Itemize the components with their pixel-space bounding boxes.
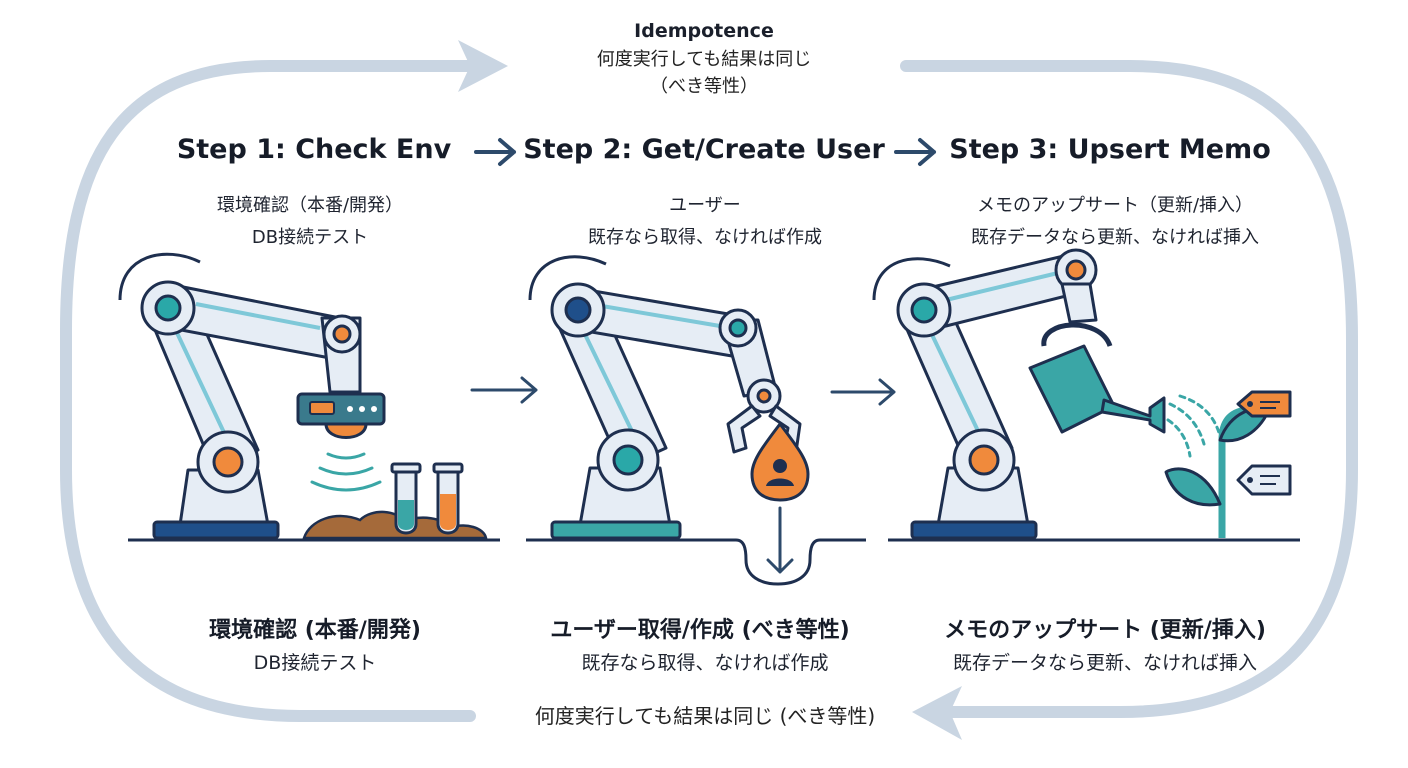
step3-caption-desc: 既存データなら更新、なければ挿入 <box>952 652 1257 674</box>
robot-arm-step3 <box>872 248 1098 540</box>
cycle-caption: 何度実行しても結果は同じ (べき等性) <box>534 704 876 728</box>
step2-description: ユーザー 既存なら取得、なければ作成 <box>540 190 870 254</box>
cycle-arrowhead-top <box>458 40 508 92</box>
step2-caption-title: ユーザー取得/作成 (べき等性) <box>550 618 850 643</box>
tag-icon <box>1236 464 1292 496</box>
subtitle-line-2: （べき等性） <box>650 76 758 97</box>
ground-line <box>128 538 1300 586</box>
robot-arm-step1 <box>118 252 386 540</box>
step1-caption-desc: DB接続テスト <box>253 652 377 674</box>
plant-icon <box>1164 406 1270 538</box>
down-arrow-icon <box>766 506 794 574</box>
robot-arm-step2 <box>528 255 782 540</box>
diagram-subtitle: 何度実行しても結果は同じ （べき等性） <box>554 46 854 100</box>
step2-caption-desc: 既存なら取得、なければ作成 <box>581 652 829 674</box>
cycle-arrow-icon <box>60 60 1358 722</box>
step2-desc-line-1: ユーザー <box>669 195 741 216</box>
step3-title: Step 3: Upsert Memo <box>949 134 1271 165</box>
step3-description: メモのアップサート（更新/挿入） 既存データなら更新、なければ挿入 <box>930 190 1300 254</box>
right-arrow-icon <box>830 378 896 406</box>
step3-desc-line-1: メモのアップサート（更新/挿入） <box>976 195 1254 216</box>
step1-title: Step 1: Check Env <box>176 134 452 165</box>
subtitle-line-1: 何度実行しても結果は同じ <box>596 49 812 70</box>
step2-desc-line-2: 既存なら取得、なければ作成 <box>588 227 822 248</box>
step1-caption-title: 環境確認 (本番/開発) <box>209 618 421 643</box>
water-drops <box>1166 394 1222 458</box>
right-arrow-icon <box>470 376 538 404</box>
cycle-arrowhead-bottom <box>912 686 962 740</box>
tag-icon <box>1236 390 1292 418</box>
step1-description: 環境確認（本番/開発） DB接続テスト <box>160 190 460 254</box>
step1-desc-line-2: DB接続テスト <box>251 227 369 248</box>
step1-desc-line-1: 環境確認（本番/開発） <box>216 195 404 216</box>
right-arrow-icon <box>474 138 516 166</box>
step3-desc-line-2: 既存データなら更新、なければ挿入 <box>971 227 1259 248</box>
signal-waves <box>310 452 382 492</box>
diagram-title: Idempotence <box>634 20 774 42</box>
watering-can-icon <box>1028 322 1166 434</box>
user-icon <box>750 421 810 502</box>
step2-title: Step 2: Get/Create User <box>523 134 885 165</box>
test-tube-icon <box>390 462 464 535</box>
right-arrow-icon <box>894 138 936 166</box>
step3-caption-title: メモのアップサート (更新/挿入) <box>944 618 1266 643</box>
